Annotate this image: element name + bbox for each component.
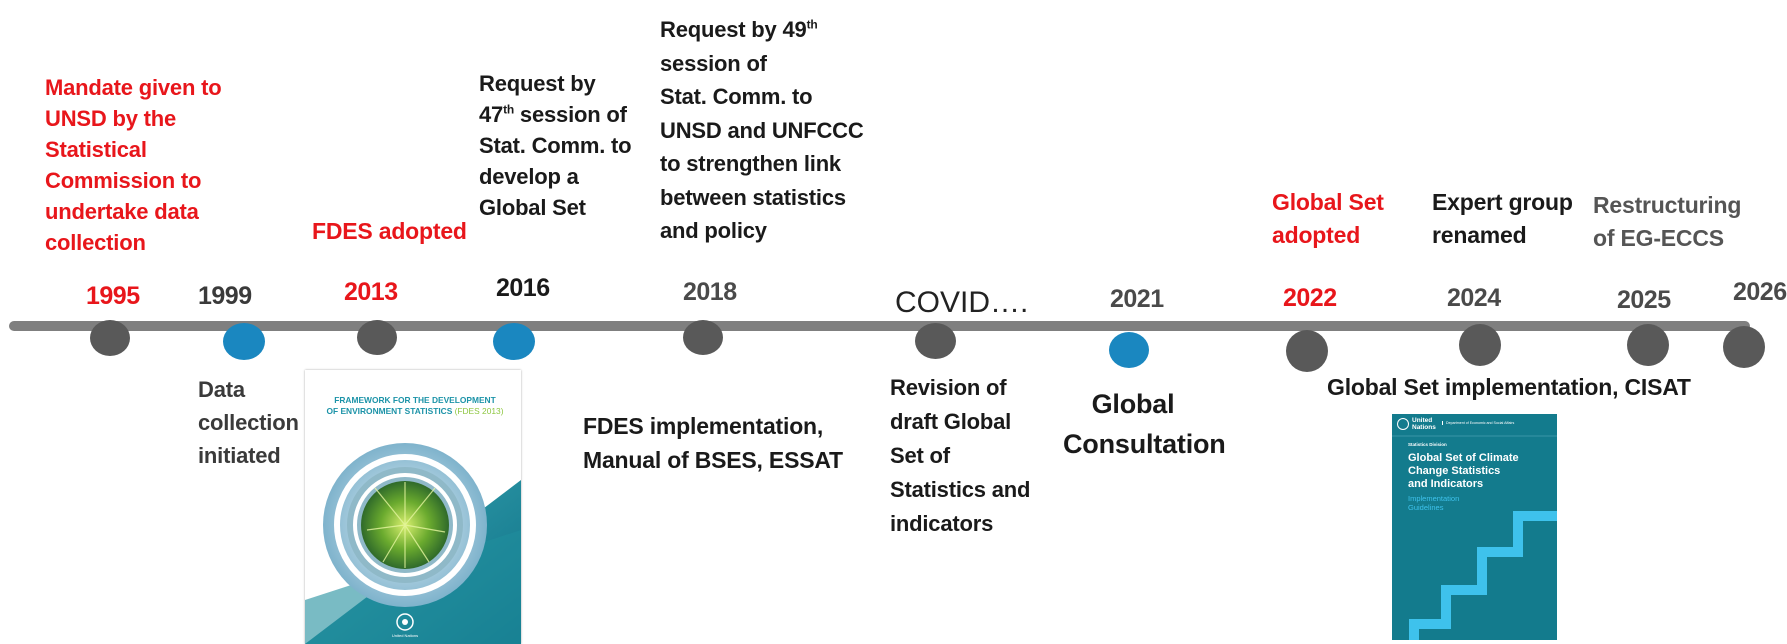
gs-cover-dept: Department of Economic and Social Affair… — [1442, 421, 1514, 425]
timeline-dot-1999 — [223, 323, 265, 360]
event-revision-draft: Revision of draft Global Set of Statisti… — [890, 375, 1031, 536]
event-fdes-implementation: FDES implementation, Manual of BSES, ESS… — [583, 413, 843, 473]
year-2013: 2013 — [344, 278, 398, 306]
event-request-49th: Request by 49th session of Stat. Comm. t… — [660, 17, 864, 243]
covid-label: COVID…. — [895, 286, 1029, 319]
fdes-cover-footer: United Nations — [391, 633, 419, 638]
year-2024: 2024 — [1447, 284, 1501, 312]
timeline-dot-1995 — [90, 320, 130, 356]
gs-cover-title: Global Set of Climate Change Statistics … — [1408, 452, 1519, 490]
event-global-consultation: Global Consultation — [1063, 389, 1226, 459]
event-global-set-implementation: Global Set implementation, CISAT — [1327, 374, 1691, 400]
year-2018: 2018 — [683, 278, 737, 306]
year-2025: 2025 — [1617, 286, 1671, 314]
gs-cover-subtitle: Implementation Guidelines — [1408, 494, 1460, 512]
year-2026: 2026 — [1733, 278, 1787, 306]
year-1995: 1995 — [86, 282, 140, 310]
timeline-dot-2022 — [1286, 330, 1328, 372]
timeline-dot-2024 — [1459, 324, 1501, 366]
fdes-cover-art — [305, 443, 521, 644]
event-request-47th: Request by 47th session of Stat. Comm. t… — [479, 71, 632, 220]
event-fdes-adopted: FDES adopted — [312, 218, 467, 244]
timeline-dot-2026 — [1723, 326, 1765, 368]
timeline-dot-2013 — [357, 320, 397, 355]
fdes-2013-cover: FRAMEWORK FOR THE DEVELOPMENT OF ENVIRON… — [305, 370, 521, 644]
timeline-dot-2018 — [683, 320, 723, 355]
year-2016: 2016 — [496, 274, 550, 302]
un-emblem-icon — [1397, 418, 1409, 430]
year-2021: 2021 — [1110, 285, 1164, 313]
global-set-stairs-graphic — [1392, 435, 1557, 640]
event-data-collection: Data collection initiated — [198, 377, 299, 468]
year-1999: 1999 — [198, 282, 252, 310]
event-restructuring: Restructuring of EG-ECCS — [1593, 192, 1742, 251]
timeline-dot-2025 — [1627, 324, 1669, 366]
gs-cover-division: Statistics Division — [1408, 442, 1447, 447]
global-set-cover: United Nations Department of Economic an… — [1392, 414, 1557, 640]
fdes-cover-title: FRAMEWORK FOR THE DEVELOPMENT OF ENVIRON… — [326, 395, 504, 416]
timeline-dot-covid — [915, 323, 956, 359]
timeline-dot-2021 — [1109, 332, 1149, 368]
year-2022: 2022 — [1283, 284, 1337, 312]
event-expert-group-renamed: Expert group renamed — [1432, 189, 1573, 248]
gs-cover-org: United Nations — [1412, 417, 1436, 431]
event-mandate: Mandate given to UNSD by the Statistical… — [45, 75, 222, 255]
timeline-dot-2016 — [493, 323, 535, 360]
event-global-set-adopted: Global Set adopted — [1272, 189, 1384, 248]
